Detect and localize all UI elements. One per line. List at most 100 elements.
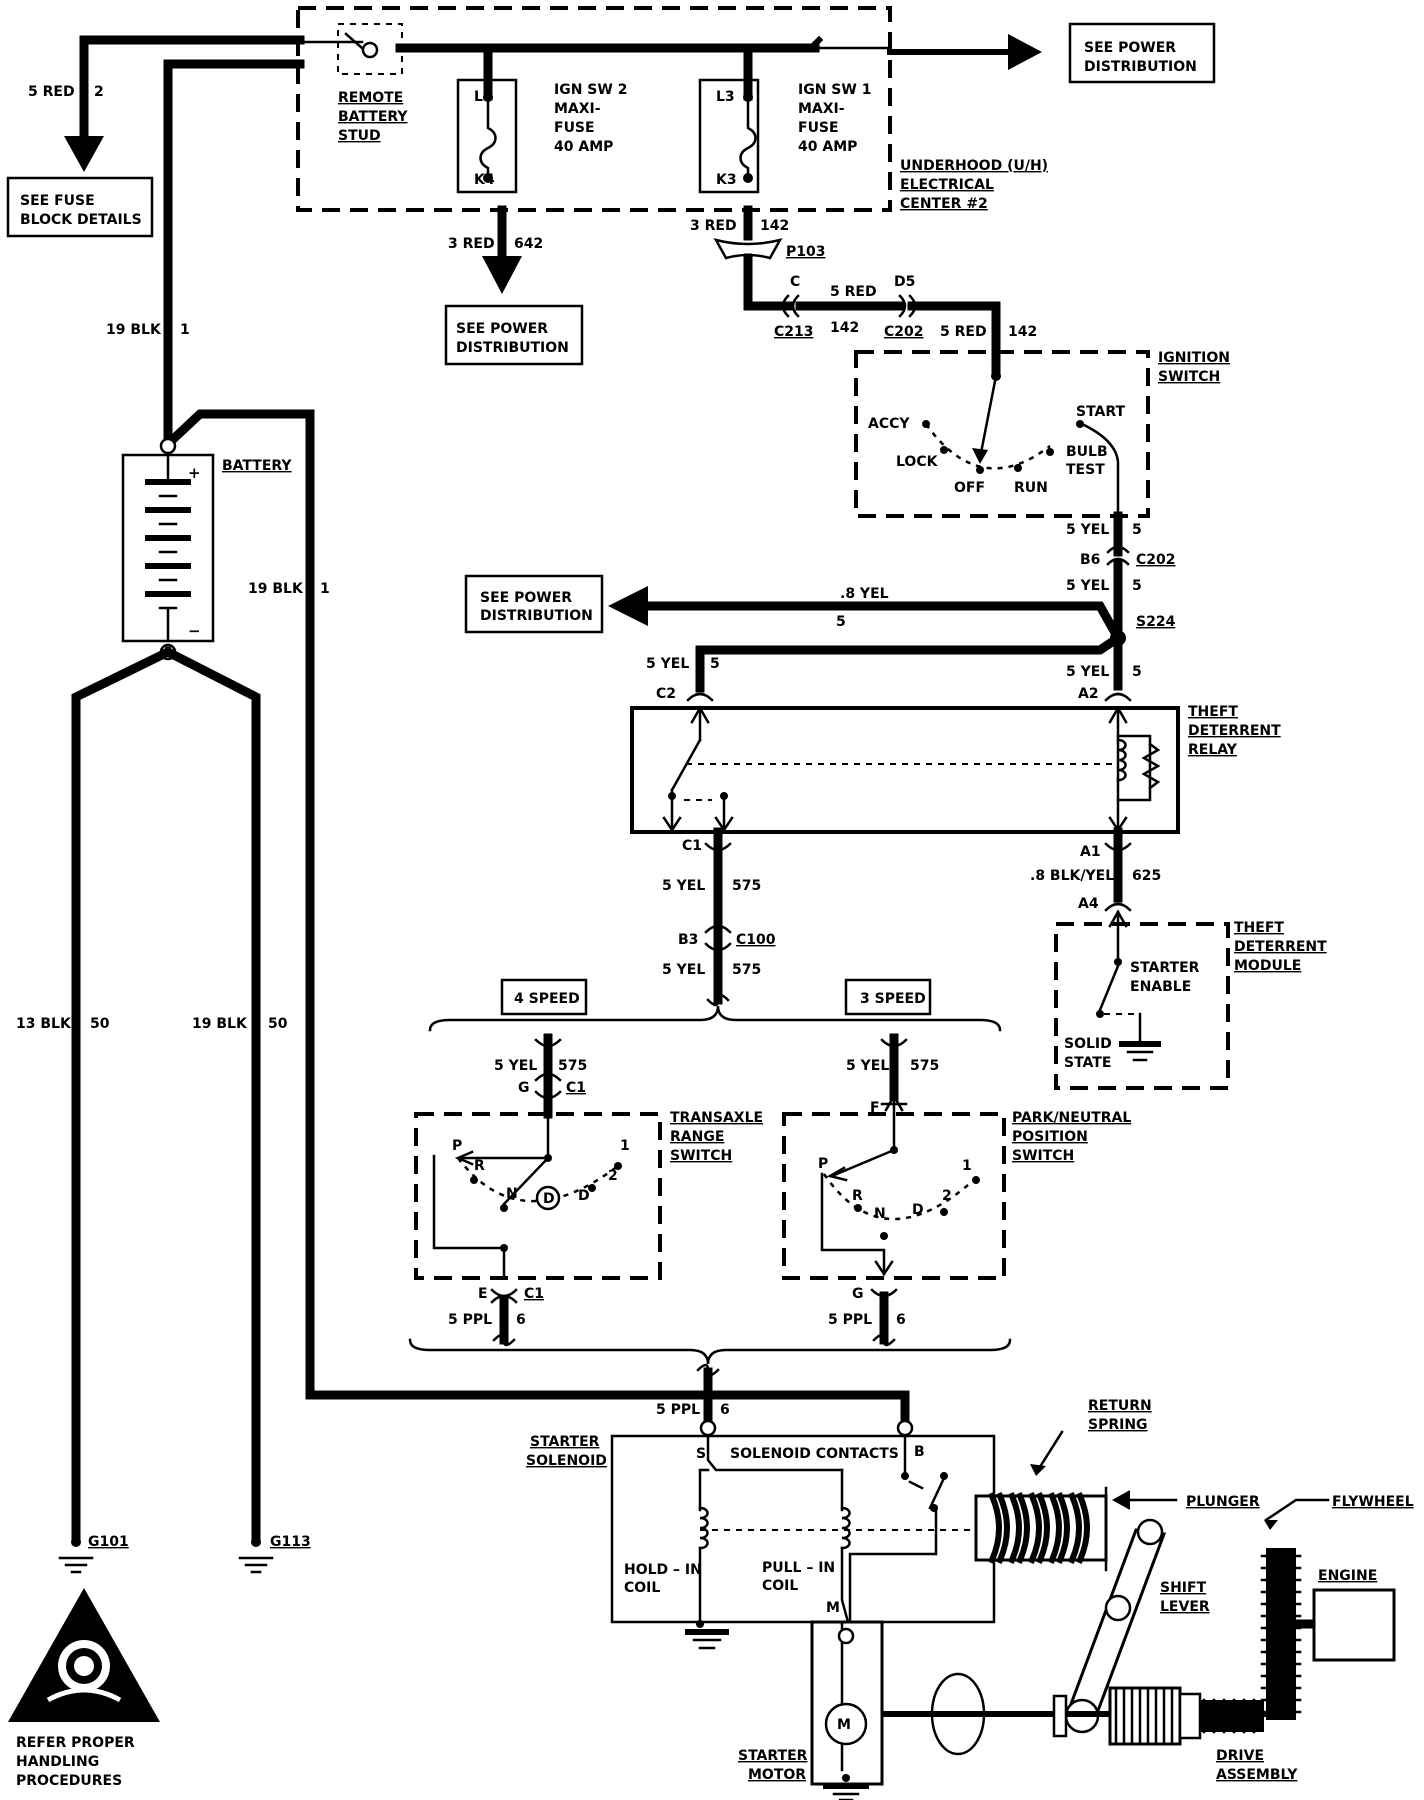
wire-5ppl-6b-circuit: 6 bbox=[896, 1312, 906, 1328]
hold-in-line2: COIL bbox=[624, 1580, 660, 1596]
svg-text:MAXI-: MAXI- bbox=[554, 101, 601, 117]
l4-pin: L4 bbox=[474, 89, 493, 105]
pull-in-line1: PULL – IN bbox=[762, 1560, 835, 1576]
park-neutral-position-switch bbox=[782, 1093, 1006, 1280]
see-power-distribution-top-box[interactable] bbox=[1068, 22, 1216, 84]
e-pin-label: E bbox=[478, 1286, 488, 1302]
wire-5yel-575d-circuit: 575 bbox=[910, 1058, 939, 1074]
theft-module-line1: THEFT bbox=[1234, 920, 1284, 936]
remote-battery-stud-label: REMOTE BATTERY STUD bbox=[338, 90, 408, 144]
pos-accy: ACCY bbox=[868, 416, 910, 432]
wire-5yel-5a-color: 5 YEL bbox=[1066, 522, 1109, 538]
ta-pos-1: 1 bbox=[620, 1138, 630, 1154]
wire-8yel-5-circuit: 5 bbox=[836, 614, 846, 630]
wire-5red-142a-circuit: 142 bbox=[830, 320, 859, 336]
wire-5yel-5b-color: 5 YEL bbox=[1066, 578, 1109, 594]
svg-text:CENTER #2: CENTER #2 bbox=[900, 196, 988, 212]
wire-5red-142a-color: 5 RED bbox=[830, 284, 877, 300]
pull-in-line2: COIL bbox=[762, 1578, 798, 1594]
svg-text:FUSE: FUSE bbox=[798, 120, 839, 136]
pn-pos-d: D bbox=[912, 1202, 924, 1218]
wire-8yel-5-color: .8 YEL bbox=[840, 586, 889, 602]
wire-5yel-575c-color: 5 YEL bbox=[494, 1058, 537, 1074]
see-power-top-line2: DISTRIBUTION bbox=[1084, 59, 1197, 75]
wire-8blkyel-625-color: .8 BLK/YEL bbox=[1030, 868, 1114, 884]
see-power-mid-line1: SEE POWER bbox=[456, 321, 548, 337]
starter-enable-line1: STARTER bbox=[1130, 960, 1200, 976]
wire-19blk-50-circuit: 50 bbox=[268, 1016, 288, 1032]
three-speed-box bbox=[844, 978, 932, 1016]
b6-label: B6 bbox=[1080, 552, 1100, 568]
warning-line1: REFER PROPER bbox=[16, 1735, 135, 1751]
p103-connector-icon bbox=[713, 238, 783, 260]
ign-sw2-fuse-label: IGN SW 2 MAXI- FUSE 40 AMP bbox=[554, 82, 627, 155]
plunger bbox=[974, 1486, 1108, 1572]
c1-b-label: C1 bbox=[524, 1286, 544, 1302]
see-fuse-line1: SEE FUSE bbox=[20, 193, 95, 209]
wire-5yel-5b-circuit: 5 bbox=[1132, 578, 1142, 594]
pn-pos-p: P bbox=[818, 1156, 828, 1172]
pos-lock: LOCK bbox=[896, 454, 939, 470]
wire-5yel-5a-circuit: 5 bbox=[1132, 522, 1142, 538]
flywheel-label: FLYWHEEL bbox=[1332, 1494, 1414, 1510]
solid-state-line1: SOLID bbox=[1064, 1036, 1112, 1052]
see-power-left-line2: DISTRIBUTION bbox=[480, 608, 593, 624]
theft-deterrent-module bbox=[1054, 909, 1230, 1090]
pos-test: TEST bbox=[1066, 462, 1105, 478]
pos-bulb: BULB bbox=[1066, 444, 1108, 460]
ta-pos-d: D bbox=[578, 1188, 590, 1204]
wire-13blk-50-color: 13 BLK bbox=[16, 1016, 72, 1032]
ta-pos-d-circle: D bbox=[543, 1191, 555, 1207]
wire-3red-642-color: 3 RED bbox=[448, 236, 495, 252]
wire-5red-2-circuit: 2 bbox=[94, 84, 104, 100]
see-power-distribution-left-box[interactable] bbox=[464, 574, 604, 634]
shift-lever-line2: LEVER bbox=[1160, 1599, 1210, 1615]
g-pin-label: G bbox=[518, 1080, 530, 1096]
c213-label: C213 bbox=[774, 324, 814, 340]
see-power-left-line1: SEE POWER bbox=[480, 590, 572, 606]
svg-text:REMOTE: REMOTE bbox=[338, 90, 403, 106]
arrow-icon bbox=[1264, 1520, 1278, 1530]
wire-3red-142-circuit: 142 bbox=[760, 218, 789, 234]
four-speed-box bbox=[500, 978, 588, 1016]
c-pin-label: C bbox=[790, 274, 800, 290]
ta-pos-n: N bbox=[506, 1186, 518, 1202]
wire-19blk-50-color: 19 BLK bbox=[192, 1016, 248, 1032]
ta-pos-r: R bbox=[474, 1158, 485, 1174]
c1-relay-label: C1 bbox=[682, 838, 702, 854]
k3-pin: K3 bbox=[716, 172, 737, 188]
starter-motor bbox=[810, 1620, 884, 1800]
wire-5yel-575d-color: 5 YEL bbox=[846, 1058, 889, 1074]
b3-label: B3 bbox=[678, 932, 698, 948]
see-power-distribution-mid-box[interactable] bbox=[444, 304, 584, 366]
ign-sw1-fuse-label: IGN SW 1 MAXI- FUSE 40 AMP bbox=[798, 82, 871, 155]
handling-warning-icon bbox=[8, 1588, 160, 1722]
wire-19blk-1-top-circuit: 1 bbox=[180, 322, 190, 338]
c1-a-label: C1 bbox=[566, 1080, 586, 1096]
arrow-icon bbox=[1030, 1464, 1046, 1476]
see-fuse-line2: BLOCK DETAILS bbox=[20, 212, 142, 228]
wire-5yel-5d-color: 5 YEL bbox=[1066, 664, 1109, 680]
a4-label: A4 bbox=[1078, 896, 1099, 912]
ignition-switch-line1: IGNITION bbox=[1158, 350, 1230, 366]
wire-8blkyel-625-circuit: 625 bbox=[1132, 868, 1161, 884]
a1-label: A1 bbox=[1080, 844, 1101, 860]
underhood-center-label: UNDERHOOD (U/H) ELECTRICAL CENTER #2 bbox=[900, 158, 1048, 212]
solid-state-line2: STATE bbox=[1064, 1055, 1111, 1071]
motor-symbol: M bbox=[837, 1717, 851, 1733]
warning-line3: PROCEDURES bbox=[16, 1773, 122, 1789]
ground-g113-icon bbox=[238, 1537, 274, 1574]
svg-text:IGN SW 2: IGN SW 2 bbox=[554, 82, 627, 98]
park-neutral-line1: PARK/NEUTRAL bbox=[1012, 1110, 1131, 1126]
theft-module-line3: MODULE bbox=[1234, 958, 1301, 974]
pn-pos-1: 1 bbox=[962, 1158, 972, 1174]
wire-5red-2-color: 5 RED bbox=[28, 84, 75, 100]
svg-text:40 AMP: 40 AMP bbox=[554, 139, 613, 155]
g113-label: G113 bbox=[270, 1534, 311, 1550]
starter-motor-line1: STARTER bbox=[738, 1748, 808, 1764]
transaxle-line3: SWITCH bbox=[670, 1148, 732, 1164]
drive-assembly bbox=[877, 1672, 1267, 1756]
shift-lever-line1: SHIFT bbox=[1160, 1580, 1207, 1596]
see-fuse-block-details-box[interactable] bbox=[6, 176, 154, 238]
